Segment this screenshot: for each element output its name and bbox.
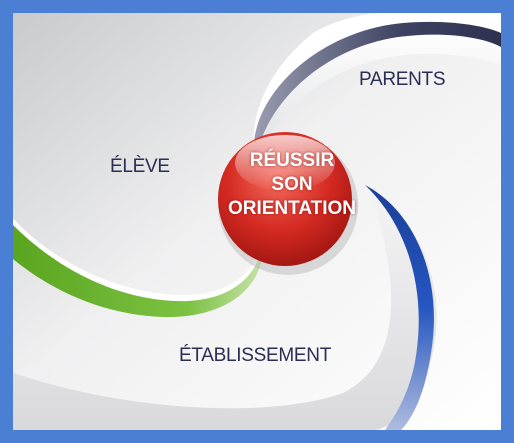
label-eleve: ÉLÈVE [110,156,170,177]
swoosh-parents-fill [253,13,501,158]
swoosh-parents-stroke [253,21,501,163]
center-title-line-1: RÉUSSIR [249,150,335,171]
center-title-line-2: SON [271,174,313,195]
center-circle-gloss [235,135,335,191]
swoosh-etablissement-stroke [365,185,434,430]
swoosh-eleve-stroke [13,225,264,318]
swirl-diagram [13,13,501,430]
diagram-canvas: PARENTS ÉLÈVE ÉTABLISSEMENT RÉUSSIR SON … [13,13,501,430]
label-parents: PARENTS [359,69,446,90]
center-title-line-3: ORIENTATION [227,198,357,219]
label-etablissement: ÉTABLISSEMENT [179,345,332,366]
center-title: RÉUSSIR SON ORIENTATION [217,149,367,221]
